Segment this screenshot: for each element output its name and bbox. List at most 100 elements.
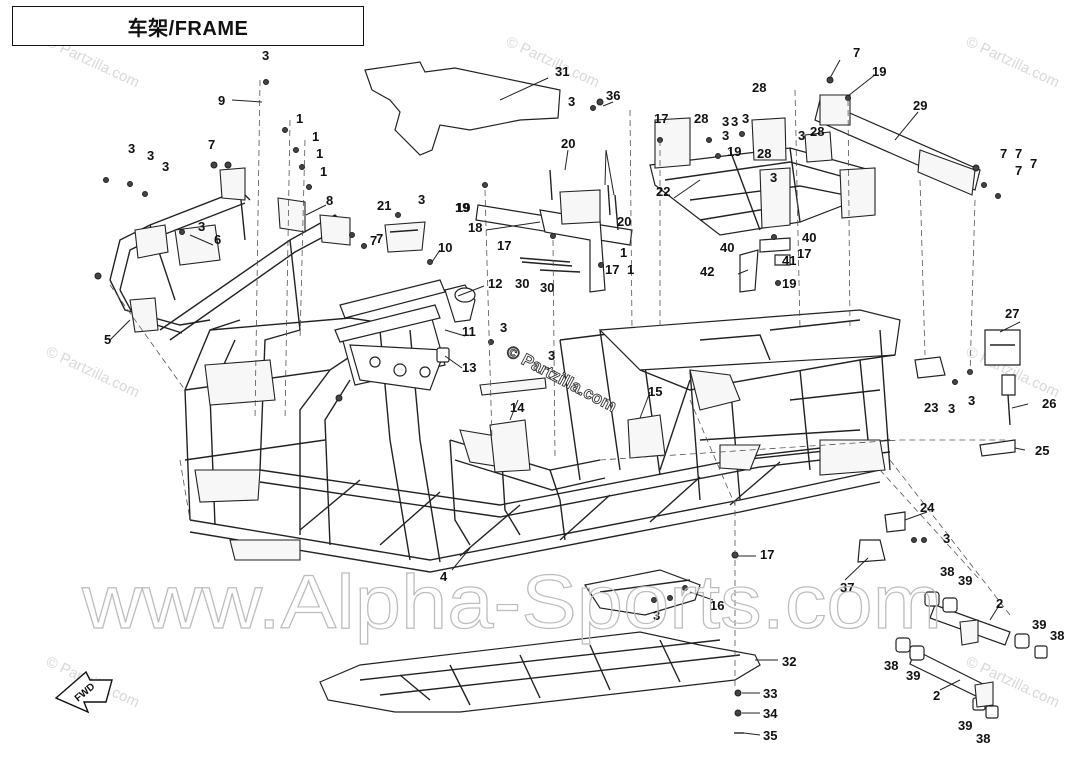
part-label: 30 xyxy=(540,280,554,295)
bracket-21 xyxy=(384,221,426,253)
part-label: 8 xyxy=(326,193,333,208)
part-label: 38 xyxy=(884,658,898,673)
part-label: 19 xyxy=(782,276,796,291)
part-label: 38 xyxy=(1050,628,1064,643)
part-label: 17 xyxy=(797,246,811,261)
part-label: 3 xyxy=(262,48,269,63)
hardware-33-35 xyxy=(734,689,744,734)
pivot-shafts xyxy=(895,591,1048,719)
part-label: 30 xyxy=(515,276,529,291)
part-label: 3 xyxy=(943,531,950,546)
part-label: 3 xyxy=(653,608,660,623)
part-label: 10 xyxy=(438,240,452,255)
part-label: 38 xyxy=(976,731,990,746)
part-label: 25 xyxy=(1035,443,1049,458)
part-label: 17 xyxy=(654,111,668,126)
part-label: 16 xyxy=(710,598,724,613)
part-label: 20 xyxy=(561,136,575,151)
part-label: 7 xyxy=(1015,146,1022,161)
part-label: 3 xyxy=(128,141,135,156)
part-label: 34 xyxy=(763,706,778,721)
linkage xyxy=(739,237,791,293)
part-label: 2 xyxy=(996,596,1003,611)
part-label: 17 xyxy=(497,238,511,253)
part-label: 19 xyxy=(727,144,741,159)
part-label: 13 xyxy=(462,360,476,375)
part-label: 28 xyxy=(752,80,766,95)
front-brace xyxy=(159,197,351,341)
part-label: 27 xyxy=(1005,306,1019,321)
part-label: 3 xyxy=(798,128,805,143)
part-label: 3 xyxy=(198,219,205,234)
part-label: 1 xyxy=(320,164,327,179)
part-label: 3 xyxy=(968,393,975,408)
part-label: 3 xyxy=(742,111,749,126)
part-label: 23 xyxy=(924,400,938,415)
part-label: 3 xyxy=(500,320,507,335)
watermark-banner: www.Alpha-Sports.com xyxy=(81,560,942,645)
part-label: 39 xyxy=(1032,617,1046,632)
seat-crossmember xyxy=(475,169,633,293)
part-label: 1 xyxy=(316,146,323,161)
part-label: 28 xyxy=(694,111,708,126)
lower-brackets xyxy=(857,511,906,563)
part-label: 21 xyxy=(377,198,391,213)
part-label: 2 xyxy=(933,688,940,703)
part-label: 41 xyxy=(782,253,796,268)
cargo-bed-frame xyxy=(649,117,876,236)
front-skid-plate xyxy=(584,569,701,616)
part-label: 14 xyxy=(510,400,525,415)
part-label: 37 xyxy=(840,580,854,595)
part-label: 20 xyxy=(617,214,631,229)
part-label: 3 xyxy=(548,348,555,363)
part-label: 5 xyxy=(104,332,111,347)
part-label: 1 xyxy=(296,111,303,126)
part-label: 31 xyxy=(555,64,569,79)
part-label: 39 xyxy=(958,573,972,588)
part-label: 39 xyxy=(906,668,920,683)
part-label: 1 xyxy=(627,262,634,277)
part-label: 17 xyxy=(605,262,619,277)
part-label: 17 xyxy=(760,547,774,562)
fwd-arrow-icon xyxy=(54,670,113,714)
part-label: 7 xyxy=(208,137,215,152)
part-label: 7 xyxy=(370,233,377,248)
part-label: 7 xyxy=(376,231,383,246)
mid-plates xyxy=(479,377,666,473)
part-label: 35 xyxy=(763,728,777,743)
main-frame xyxy=(184,309,901,573)
part-label: 42 xyxy=(700,264,714,279)
part-label: 4 xyxy=(440,569,448,584)
part-label: 3 xyxy=(722,114,729,129)
part-label: 28 xyxy=(810,124,824,139)
part-label: 12 xyxy=(488,276,502,291)
part-label: 7 xyxy=(1000,146,1007,161)
part-label: 3 xyxy=(770,170,777,185)
part-label: 3 xyxy=(722,128,729,143)
part-label: 38 xyxy=(940,564,954,579)
bushing xyxy=(436,347,450,363)
main-skid-plate xyxy=(319,631,761,713)
part-label: 18 xyxy=(468,220,482,235)
part-label: 1 xyxy=(620,245,627,260)
assembly-lines xyxy=(109,79,1011,690)
part-label: 22 xyxy=(656,184,670,199)
leader-lines xyxy=(109,59,1029,736)
part-label: 39 xyxy=(958,718,972,733)
cover-panel xyxy=(364,61,561,156)
part-label: 7 xyxy=(1030,156,1037,171)
part-label: 11 xyxy=(462,324,476,339)
part-label: 26 xyxy=(1042,396,1056,411)
part-label: 36 xyxy=(606,88,620,103)
steering-support xyxy=(334,279,476,391)
part-label: 6 xyxy=(214,232,221,247)
part-label: 28 xyxy=(757,146,771,161)
part-label: 3 xyxy=(948,401,955,416)
part-label: 7 xyxy=(853,45,860,60)
fasteners xyxy=(94,76,1001,603)
part-label: 29 xyxy=(913,98,927,113)
part-label: 33 xyxy=(763,686,777,701)
part-label: 19 xyxy=(872,64,886,79)
